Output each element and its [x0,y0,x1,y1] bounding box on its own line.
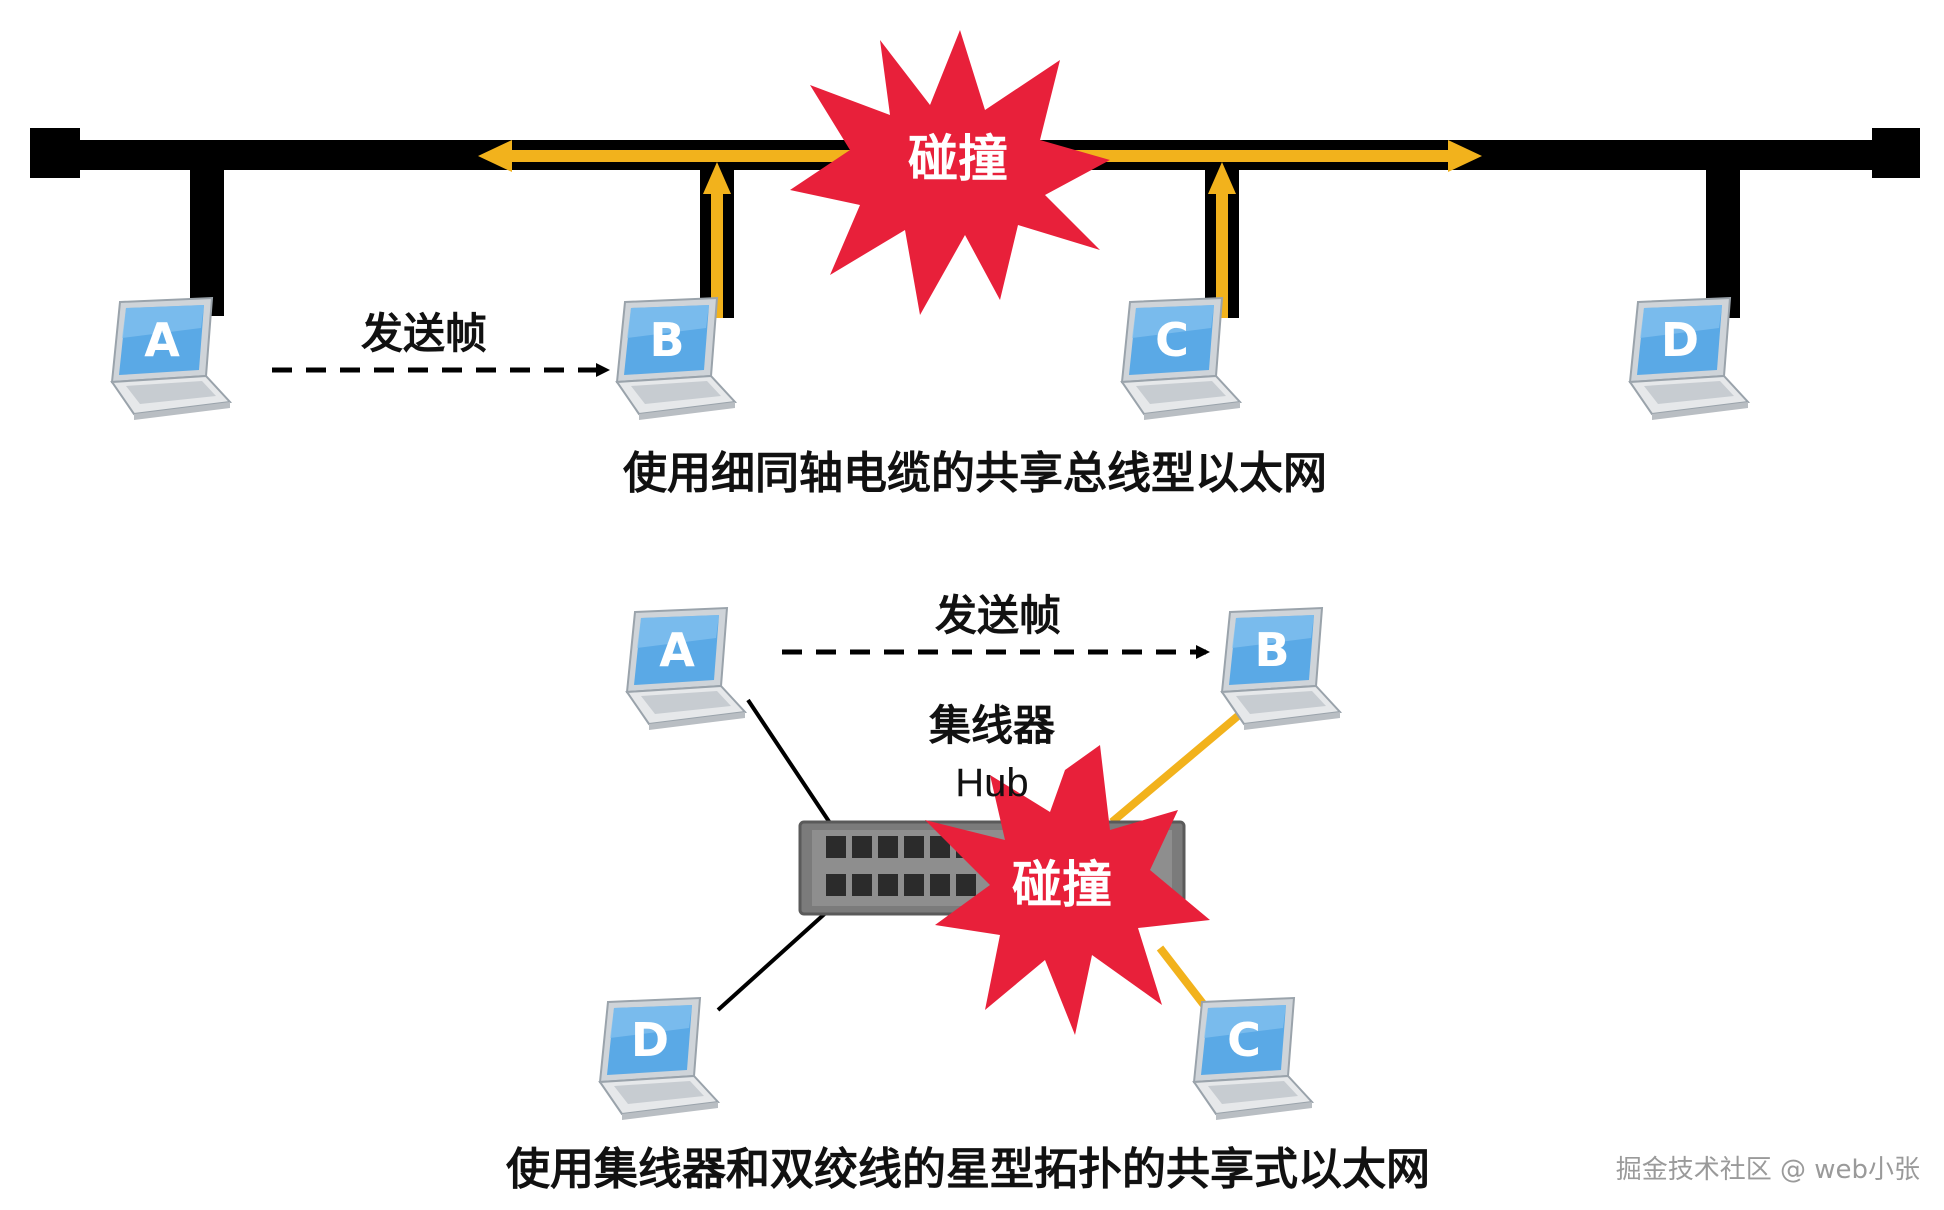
laptop-letter-d-star: D [631,1013,669,1067]
laptop-d-bus: D [1629,297,1749,421]
laptop-b-star: B [1221,607,1341,731]
laptop-letter-a-bus: A [144,313,180,367]
laptop-b-bus: B [616,297,736,421]
send-frame-label-bus: 发送帧 [361,309,487,358]
laptop-letter-b-bus: B [649,313,684,367]
twisted-pair-b [1109,706,1248,826]
drop-cable-d [1706,168,1740,318]
drop-cable-a [190,168,224,316]
signal-arrow-up-b [703,162,731,318]
laptop-letter-d-bus: D [1661,313,1699,367]
caption-star: 使用集线器和双绞线的星型拓扑的共享式以太网 [506,1144,1430,1195]
laptop-letter-c-star: C [1227,1013,1261,1067]
laptop-letter-a-star: A [659,623,695,677]
collision-label-bus: 碰撞 [908,130,1008,188]
star-topology: 碰撞 集线器 Hub 发送帧 A B C D 使用集线器和双绞线的星型拓扑的共享… [506,591,1430,1195]
terminator-right [1872,128,1920,178]
bus-topology: 碰撞 发送帧 A B C D 使用细同轴电缆的共享总线型以太网 [30,30,1920,499]
signal-arrow-up-c [1208,162,1236,318]
terminator-left [30,128,80,178]
laptop-letter-b-star: B [1254,623,1289,677]
signal-arrow-left [478,140,928,172]
laptop-c-bus: C [1121,297,1241,421]
laptop-a-bus: A [111,297,231,421]
caption-bus: 使用细同轴电缆的共享总线型以太网 [623,448,1327,499]
collision-label-star: 碰撞 [1012,856,1112,914]
collision-burst-star: 碰撞 [925,745,1210,1035]
twisted-pair-d [716,898,842,1012]
send-frame-label-star: 发送帧 [935,591,1061,640]
twisted-pair-a [746,698,842,840]
collision-burst-bus: 碰撞 [790,30,1110,315]
watermark: 掘金技术社区 @ web小张 [1616,1155,1920,1185]
hub-label-cn: 集线器 [928,701,1056,750]
laptop-d-star: D [599,997,719,1121]
laptop-c-star: C [1193,997,1313,1121]
signal-arrow-right [1020,140,1482,172]
laptop-a-star: A [626,607,746,731]
hub-label-en: Hub [955,761,1028,805]
laptop-letter-c-bus: C [1155,313,1189,367]
